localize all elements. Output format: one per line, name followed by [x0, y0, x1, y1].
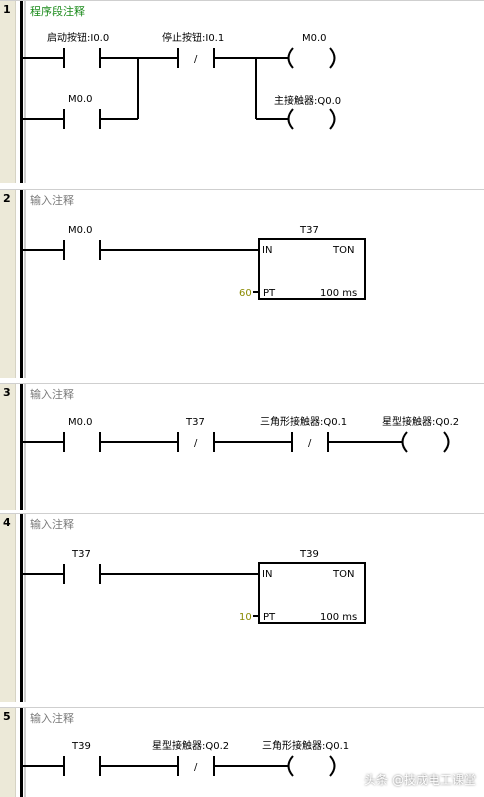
timer-box [258, 562, 366, 624]
network-4[interactable]: 4 输入注释 T37 T39 IN TON 10 PT 100 ms [0, 513, 484, 702]
m00-contact-label: M0.0 [68, 225, 93, 236]
ladder-diagram-3: M0.0 / T37 / 三角形接触器:Q0.1 星型接触器:Q0.2 [23, 415, 459, 453]
network-gutter [0, 514, 16, 702]
delta-coil-label: 三角形接触器:Q0.1 [262, 739, 349, 752]
timer-in: IN [262, 569, 272, 580]
network-comment[interactable]: 输入注释 [30, 194, 74, 207]
star-coil-label: 星型接触器:Q0.2 [382, 415, 459, 428]
power-rail [20, 384, 23, 510]
network-comment[interactable]: 输入注释 [30, 388, 74, 401]
preset-value: 10 [239, 612, 252, 623]
t39-contact-label: T39 [71, 741, 91, 752]
watermark: 头条 @技成电工课堂 [364, 773, 476, 787]
network-number: 2 [3, 192, 11, 205]
network-1[interactable]: 1 程序段注释 启动按钮:I0.0 / 停止按钮:I0.1 M0.0 主接触器:… [0, 0, 484, 183]
network-2[interactable]: 2 输入注释 M0.0 T37 IN TON 60 PT 100 ms [0, 189, 484, 378]
network-number: 3 [3, 386, 11, 399]
network-gutter [0, 190, 16, 378]
star-contact-label: 星型接触器:Q0.2 [152, 739, 229, 752]
network-number: 4 [3, 516, 11, 529]
network-comment[interactable]: 输入注释 [30, 712, 74, 725]
hold-contact-label: M0.0 [68, 94, 93, 105]
rail-shadow [24, 190, 26, 378]
timer-in: IN [262, 245, 272, 256]
network-number: 5 [3, 710, 11, 723]
m00-contact-label: M0.0 [68, 417, 93, 428]
network-3[interactable]: 3 输入注释 M0.0 / T37 / 三角形接触器:Q0.1 星型接触器:Q0… [0, 383, 484, 510]
network-gutter [0, 1, 16, 183]
delta-contact-label: 三角形接触器:Q0.1 [260, 415, 347, 428]
coil-left-arc [287, 47, 294, 69]
nc-mark: / [308, 438, 312, 449]
ladder-diagram-5: T39 / 星型接触器:Q0.2 三角形接触器:Q0.1 [23, 739, 349, 777]
power-rail [20, 190, 23, 378]
timer-base: 100 ms [320, 612, 357, 623]
timer-label: T39 [299, 549, 319, 560]
network-5[interactable]: 5 输入注释 T39 / 星型接触器:Q0.2 三角形接触器:Q0.1 [0, 707, 484, 797]
t37-contact-label: T37 [71, 549, 91, 560]
rail-shadow [24, 384, 26, 510]
network-gutter [0, 708, 16, 797]
timer-type: TON [332, 245, 354, 256]
timer-label: T37 [299, 225, 319, 236]
timer-pt: PT [263, 612, 276, 623]
preset-value: 60 [239, 288, 252, 299]
rail-shadow [24, 1, 26, 183]
main-coil-label: 主接触器:Q0.0 [274, 94, 341, 107]
rail-shadow [24, 708, 26, 797]
timer-base: 100 ms [320, 288, 357, 299]
t37-contact-label: T37 [185, 417, 205, 428]
ladder-diagram-1: 启动按钮:I0.0 / 停止按钮:I0.1 M0.0 主接触器:Q0.0 M0.… [23, 31, 341, 130]
timer-box [258, 238, 366, 300]
network-comment[interactable]: 程序段注释 [30, 5, 85, 18]
stop-contact-label: 停止按钮:I0.1 [162, 31, 224, 44]
timer-pt: PT [263, 288, 276, 299]
nc-mark: / [194, 438, 198, 449]
nc-mark: / [194, 54, 198, 65]
network-gutter [0, 384, 16, 510]
ladder-diagram-4: T37 T39 IN TON 10 PT 100 ms [23, 549, 366, 624]
power-rail [20, 708, 23, 797]
coil-right-arc [329, 47, 336, 69]
network-number: 1 [3, 3, 11, 16]
power-rail [20, 514, 23, 702]
ladder-diagram-2: M0.0 T37 IN TON 60 PT 100 ms [23, 225, 366, 300]
rail-shadow [24, 514, 26, 702]
m00-coil-label: M0.0 [302, 33, 327, 44]
start-contact-label: 启动按钮:I0.0 [47, 31, 109, 44]
nc-mark: / [194, 762, 198, 773]
network-comment[interactable]: 输入注释 [30, 518, 74, 531]
timer-type: TON [332, 569, 354, 580]
power-rail [20, 1, 23, 183]
